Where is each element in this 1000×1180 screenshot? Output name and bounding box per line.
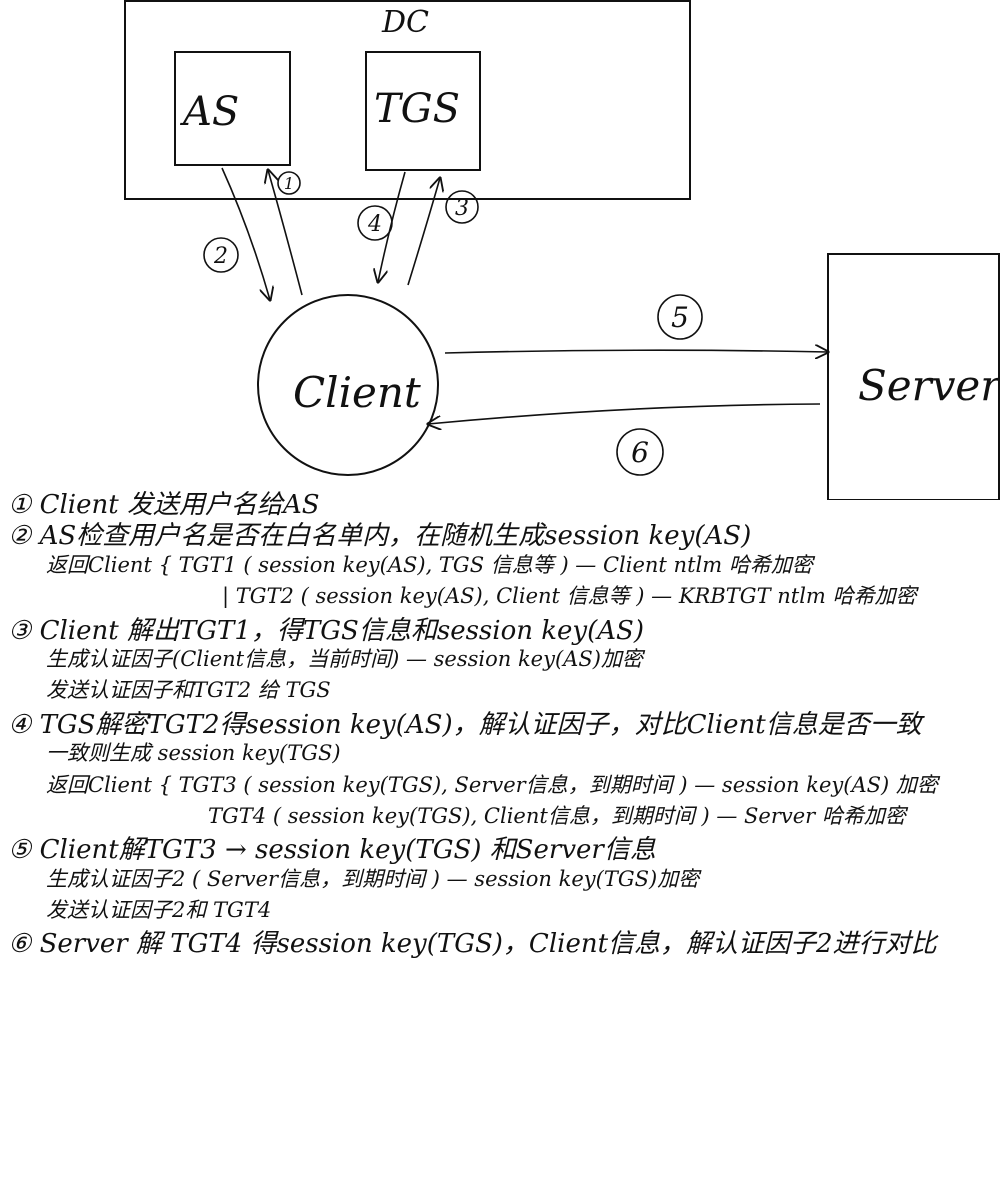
note-step-3: ③ Client 解出TGT1，得TGS信息和session key(AS) bbox=[8, 615, 644, 646]
process-notes: ① Client 发送用户名给AS ② AS检查用户名是否在白名单内，在随机生成… bbox=[8, 490, 993, 961]
step-marker-3: 3 bbox=[445, 190, 479, 224]
note-step-4-tgt4: TGT4 ( session key(TGS), Client信息，到期时间 )… bbox=[208, 803, 906, 828]
arrow-step-4 bbox=[378, 171, 406, 282]
client-label: Client bbox=[293, 368, 421, 417]
note-step-3-authenticator: 生成认证因子(Client信息，当前时间) — session key(AS)加… bbox=[46, 646, 643, 671]
note-step-2: ② AS检查用户名是否在白名单内，在随机生成session key(AS) bbox=[8, 521, 752, 552]
step-label: 5 bbox=[671, 301, 689, 334]
note-step-5-authenticator: 生成认证因子2 ( Server信息，到期时间 ) — session key(… bbox=[46, 866, 700, 891]
arrow-step-1 bbox=[268, 170, 303, 296]
server-label: Server bbox=[858, 361, 1000, 410]
step-label: 4 bbox=[367, 212, 382, 237]
tgs-box bbox=[365, 51, 481, 171]
note-step-1: ① Client 发送用户名给AS bbox=[8, 490, 320, 520]
note-step-4-generate: 一致则生成 session key(TGS) bbox=[46, 741, 341, 766]
step-label: 3 bbox=[455, 196, 469, 221]
arrow-step-2 bbox=[221, 167, 270, 300]
as-label: AS bbox=[179, 89, 239, 135]
arrow-step-3 bbox=[407, 178, 440, 286]
step-label: 2 bbox=[213, 244, 228, 269]
client-node bbox=[257, 294, 439, 476]
step-marker-2: 2 bbox=[203, 237, 239, 273]
note-step-2-return-tgt1: 返回Client { TGT1 ( session key(AS), TGS 信… bbox=[46, 552, 813, 577]
note-step-4: ④ TGS解密TGT2得session key(AS)，解认证因子，对比Clie… bbox=[8, 709, 922, 740]
server-box bbox=[827, 253, 1000, 500]
kerberos-flow-diagram: DC AS TGS Client Server 1 2 3 4 5 6 bbox=[124, 0, 1000, 500]
note-step-5-send: 发送认证因子2和 TGT4 bbox=[46, 898, 272, 923]
note-step-5: ⑤ Client解TGT3 → session key(TGS) 和Server… bbox=[8, 835, 656, 866]
step-label: 1 bbox=[284, 174, 294, 193]
arrow-step-5 bbox=[444, 350, 828, 353]
step-marker-1: 1 bbox=[277, 171, 301, 195]
dc-label: DC bbox=[381, 5, 429, 40]
step-marker-5: 5 bbox=[657, 294, 703, 340]
arrow-step-6 bbox=[428, 403, 821, 424]
step-marker-4: 4 bbox=[357, 205, 393, 241]
note-step-2-tgt2: | TGT2 ( session key(AS), Client 信息等 ) —… bbox=[222, 584, 917, 609]
note-step-6: ⑥ Server 解 TGT4 得session key(TGS)，Client… bbox=[8, 929, 937, 960]
step-marker-6: 6 bbox=[616, 428, 664, 476]
note-step-4-return-tgt3: 返回Client { TGT3 ( session key(TGS), Serv… bbox=[46, 772, 938, 797]
tgs-label: TGS bbox=[374, 86, 460, 132]
as-box bbox=[174, 51, 291, 166]
note-step-3-send: 发送认证因子和TGT2 给 TGS bbox=[46, 678, 331, 703]
step-label: 6 bbox=[631, 436, 649, 469]
dc-box bbox=[124, 0, 691, 200]
